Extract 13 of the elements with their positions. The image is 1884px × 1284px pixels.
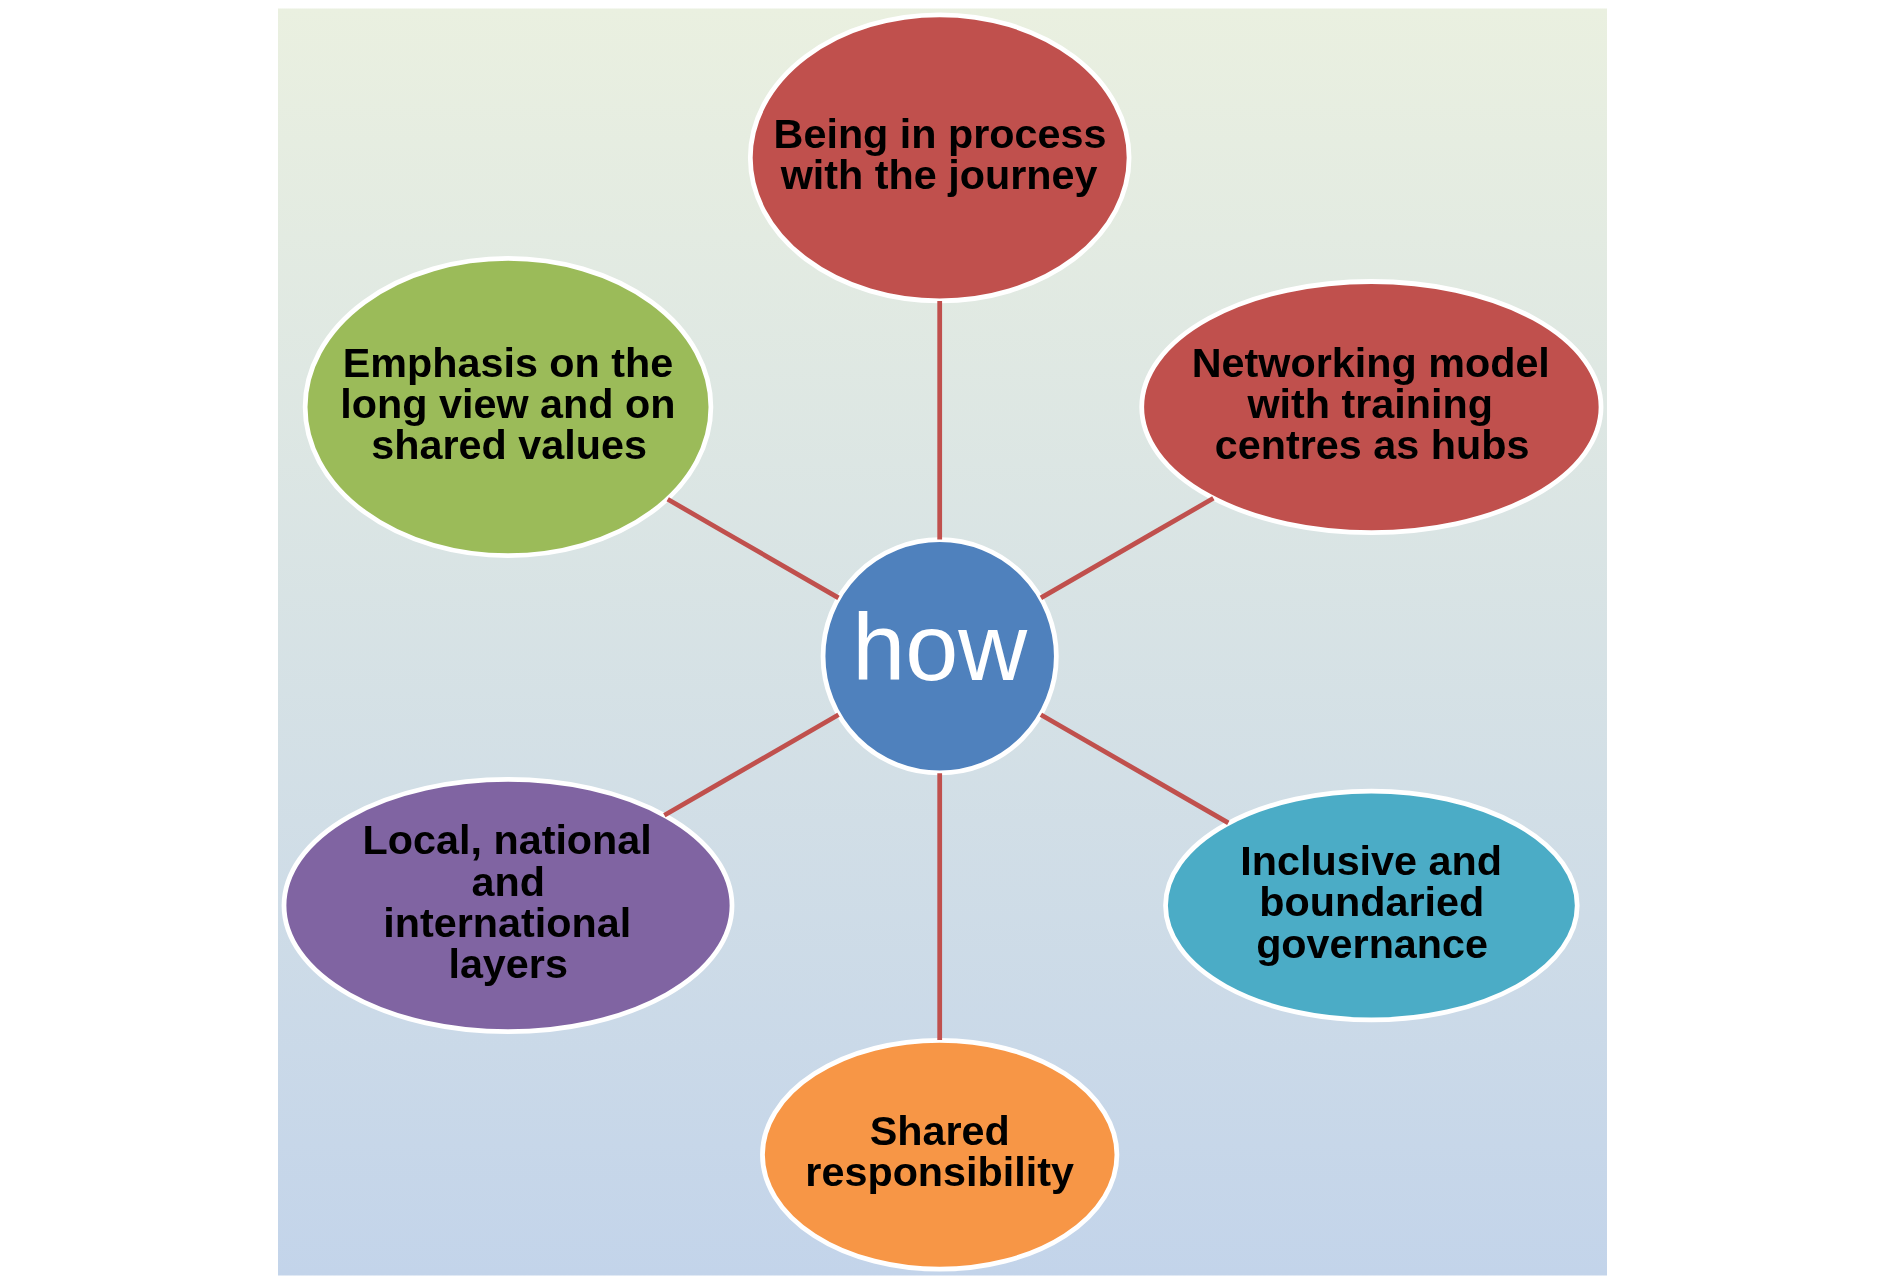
node-ellipse: Local, national and international layers (281, 776, 734, 1035)
node-ellipse: Being in process with the journey (747, 12, 1131, 304)
node-circle: how (820, 537, 1059, 776)
connector (662, 712, 840, 818)
node-ellipse: Shared responsibility (759, 1037, 1119, 1272)
connector (666, 497, 840, 600)
node-ellipse: Emphasis on the long view and on shared values (302, 256, 713, 559)
node-ellipse: Inclusive and boundaried governance (1162, 788, 1580, 1023)
node-ellipse: Networking model with training centres as hubs (1138, 279, 1603, 536)
connector (936, 773, 942, 1040)
connector (1039, 496, 1215, 600)
connector (936, 301, 942, 540)
connector (1039, 712, 1229, 825)
